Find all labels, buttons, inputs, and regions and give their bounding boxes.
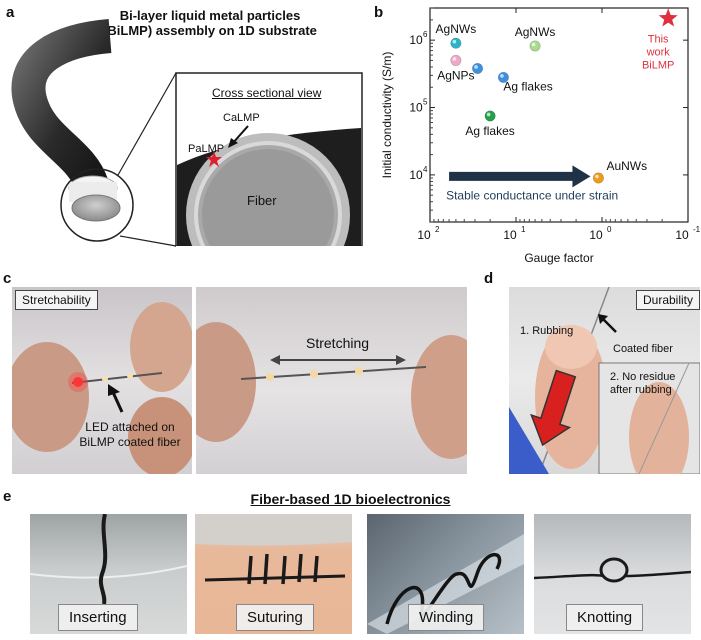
x-tick-exp-1: 1 bbox=[521, 225, 526, 234]
x-tick-exp-0: 2 bbox=[435, 225, 440, 234]
y-tick-exp-1: 5 bbox=[423, 98, 428, 107]
data-label-5: Ag flakes bbox=[465, 124, 514, 138]
y-tick-exp-0: 4 bbox=[423, 165, 428, 174]
panel-c-letter: c bbox=[3, 270, 12, 287]
calmp-arrow-icon bbox=[228, 125, 249, 148]
star-label-line-2: BiLMP bbox=[642, 59, 674, 71]
data-label-6: AuNWs bbox=[606, 159, 647, 173]
coated-fiber-arrow-icon bbox=[598, 314, 617, 333]
finger-rubbing-illustration bbox=[509, 287, 700, 474]
data-label-3: AgNWs bbox=[515, 25, 556, 39]
suturing-label: Suturing bbox=[236, 604, 314, 631]
inserting-label: Inserting bbox=[58, 604, 138, 631]
data-point-highlight-5 bbox=[486, 112, 491, 117]
stretchability-label: Stretchability bbox=[15, 290, 98, 310]
led-caption-line2: BiLMP coated fiber bbox=[79, 435, 181, 449]
data-point-highlight-0 bbox=[452, 39, 457, 44]
panel-e-letter: e bbox=[3, 488, 12, 505]
fiber-label: Fiber bbox=[247, 193, 277, 208]
rubbing-label: 1. Rubbing bbox=[520, 325, 574, 337]
data-point-1 bbox=[450, 54, 462, 66]
data-point-highlight-4 bbox=[500, 74, 504, 78]
coated-fiber-label: Coated fiber bbox=[613, 343, 673, 355]
star-label-line-0: This bbox=[648, 33, 669, 45]
data-point-5 bbox=[484, 110, 496, 122]
inserting-fiber-illustration bbox=[30, 514, 187, 605]
data-point-star bbox=[658, 8, 678, 27]
y-tick-label-0: 10 bbox=[409, 168, 423, 182]
strain-arrow-head bbox=[572, 165, 591, 188]
x-tick-exp-2: 0 bbox=[607, 225, 612, 234]
strain-annotation: Stable conductance under strain bbox=[446, 188, 618, 202]
x-axis-label: Gauge factor bbox=[524, 251, 593, 265]
data-label-0: AgNWs bbox=[436, 22, 477, 36]
led-caption: LED attached on BiLMP coated fiber bbox=[70, 420, 190, 450]
x-tick-exp-3: -1 bbox=[693, 225, 701, 234]
data-point-2 bbox=[472, 62, 484, 74]
winding-fiber-illustration bbox=[367, 534, 524, 634]
stretch-photo-left bbox=[12, 287, 192, 474]
x-tick-label-0: 10 bbox=[417, 228, 431, 242]
panel-b-letter: b bbox=[374, 4, 384, 21]
stretching-label: Stretching bbox=[306, 335, 370, 351]
calmp-label: CaLMP bbox=[223, 112, 260, 124]
knotting-fiber-illustration bbox=[534, 557, 691, 583]
data-point-highlight-2 bbox=[474, 65, 478, 69]
no-residue-line2: after rubbing bbox=[610, 384, 672, 396]
stretch-photo-right bbox=[196, 287, 467, 474]
data-point-0 bbox=[450, 37, 462, 49]
data-point-highlight-1 bbox=[452, 57, 457, 61]
palmp-label: PaLMP bbox=[188, 143, 225, 155]
durability-label: Durability bbox=[636, 290, 701, 310]
no-residue-line1: 2. No residue bbox=[610, 371, 676, 383]
panel-a-letter: a bbox=[6, 4, 15, 21]
chart-frame bbox=[429, 7, 689, 223]
palmp-star-icon bbox=[206, 151, 222, 167]
inset-title: Cross sectional view bbox=[212, 86, 322, 100]
winding-photo bbox=[367, 514, 524, 634]
data-label-ag-flakes-upper: Ag flakes bbox=[503, 79, 552, 93]
data-point-highlight-6 bbox=[595, 174, 599, 179]
data-point-3 bbox=[529, 40, 541, 52]
y-tick-label-1: 10 bbox=[409, 101, 423, 115]
fiber-illustration bbox=[11, 19, 366, 260]
knotting-label: Knotting bbox=[566, 604, 644, 631]
hands-stretching-illustration bbox=[196, 322, 467, 459]
y-axis-label: Initial conductivity (S/m) bbox=[380, 52, 394, 179]
y-tick-exp-2: 6 bbox=[423, 30, 428, 39]
led-arrow-icon bbox=[108, 384, 124, 413]
hands-illustration bbox=[12, 302, 192, 474]
x-tick-label-2: 10 bbox=[589, 228, 603, 242]
data-label-1: AgNPs bbox=[437, 68, 474, 82]
star-label-line-1: work bbox=[646, 46, 671, 58]
no-residue-caption: 2. No residue after rubbing bbox=[610, 371, 675, 397]
y-tick-label-2: 10 bbox=[409, 33, 423, 47]
suturing-fiber-illustration bbox=[195, 514, 352, 585]
data-point-highlight-3 bbox=[531, 42, 536, 47]
x-tick-label-1: 10 bbox=[503, 228, 517, 242]
panel-d-letter: d bbox=[484, 270, 494, 287]
panel-e-title: Fiber-based 1D bioelectronics bbox=[250, 491, 451, 507]
stretch-double-arrow-icon bbox=[270, 355, 406, 365]
winding-label: Winding bbox=[408, 604, 485, 631]
data-point-6 bbox=[592, 172, 604, 184]
panel-a-title: Bi-layer liquid metal particles (BiLMP) … bbox=[103, 8, 317, 38]
led-caption-line1: LED attached on bbox=[85, 420, 175, 434]
x-tick-label-3: 10 bbox=[675, 228, 689, 242]
durability-photo bbox=[509, 287, 700, 474]
